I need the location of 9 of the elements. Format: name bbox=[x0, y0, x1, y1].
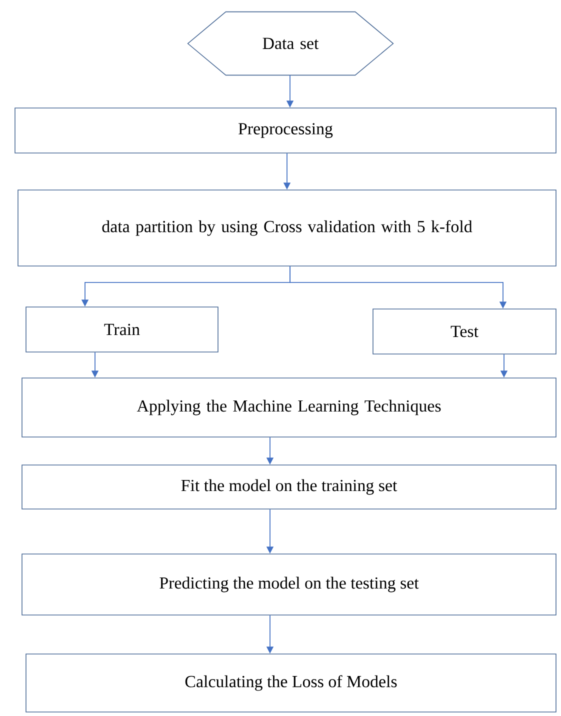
process-box: Calculating the Loss of Models bbox=[26, 654, 556, 712]
process-box: Train bbox=[26, 306, 218, 352]
process-box: data partition by using Cross validation with 5 k-fold bbox=[18, 190, 556, 266]
process-box: Fit the model on the training set bbox=[22, 464, 556, 510]
process-box: Predicting the model on the testing set bbox=[22, 554, 556, 616]
process-box: Applying the Machine Learning Techniques bbox=[22, 378, 556, 438]
process-box: Preprocessing bbox=[14, 108, 556, 154]
process-box: Test bbox=[372, 308, 556, 354]
hexagon-box: Data set bbox=[187, 11, 394, 76]
